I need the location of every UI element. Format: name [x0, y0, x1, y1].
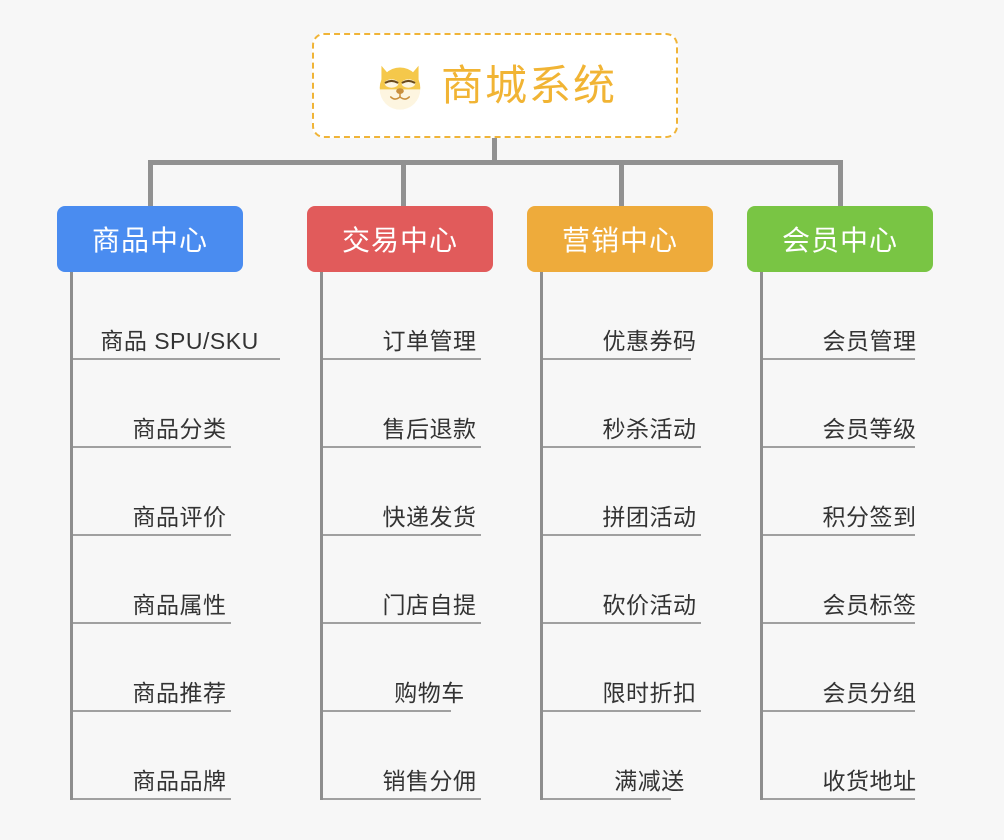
- connector-drop-4: [838, 160, 843, 208]
- list-item[interactable]: 售后退款: [323, 360, 532, 448]
- item-underline: [73, 622, 231, 624]
- list-item-label: 商品属性: [132, 592, 227, 618]
- item-underline: [763, 446, 915, 448]
- item-underline: [323, 798, 481, 800]
- item-underline: [543, 358, 691, 360]
- list-item-label: 购物车: [394, 680, 465, 706]
- item-underline: [323, 446, 481, 448]
- list-item-label: 满减送: [614, 768, 685, 794]
- list-item-label: 门店自提: [382, 592, 477, 618]
- list-item-label: 售后退款: [382, 416, 477, 442]
- category-box-marketing[interactable]: 营销中心: [527, 206, 713, 272]
- list-item-label: 砍价活动: [602, 592, 697, 618]
- list-item-label: 商品评价: [132, 504, 227, 530]
- item-underline: [323, 710, 451, 712]
- list-item[interactable]: 购物车: [323, 624, 532, 712]
- item-underline: [543, 446, 701, 448]
- connector-drop-3: [619, 160, 624, 208]
- list-item-label: 商品分类: [132, 416, 227, 442]
- item-underline: [323, 534, 481, 536]
- list-item[interactable]: 积分签到: [763, 448, 972, 536]
- category-label: 会员中心: [781, 225, 898, 256]
- list-item[interactable]: 收货地址: [763, 712, 972, 800]
- list-item[interactable]: 商品品牌: [73, 712, 282, 800]
- list-item-label: 会员管理: [822, 328, 917, 354]
- item-underline: [763, 710, 915, 712]
- list-item-label: 商品推荐: [132, 680, 227, 706]
- leaf-column-member: 会员管理 会员等级 积分签到 会员标签 会员分组 收货地址: [760, 272, 972, 800]
- list-item[interactable]: 快递发货: [323, 448, 532, 536]
- item-underline: [73, 798, 231, 800]
- list-item[interactable]: 优惠券码: [543, 272, 752, 360]
- list-item-label: 收货地址: [822, 768, 917, 794]
- list-item-label: 优惠券码: [602, 328, 697, 354]
- list-item-label: 快递发货: [382, 504, 477, 530]
- item-underline: [763, 622, 915, 624]
- connector-horizontal-bar: [148, 160, 840, 165]
- connector-drop-2: [401, 160, 406, 208]
- list-item[interactable]: 拼团活动: [543, 448, 752, 536]
- list-item[interactable]: 商品属性: [73, 536, 282, 624]
- list-item[interactable]: 会员管理: [763, 272, 972, 360]
- item-underline: [543, 622, 701, 624]
- list-item[interactable]: 销售分佣: [323, 712, 532, 800]
- list-item[interactable]: 商品 SPU/SKU: [73, 272, 282, 360]
- list-item-label: 秒杀活动: [602, 416, 697, 442]
- list-item-label: 会员分组: [822, 680, 917, 706]
- item-underline: [763, 534, 915, 536]
- category-label: 商品中心: [91, 225, 208, 256]
- root-title: 商城系统: [440, 61, 617, 109]
- list-item-label: 商品 SPU/SKU: [100, 328, 259, 354]
- list-item[interactable]: 会员标签: [763, 536, 972, 624]
- list-item-label: 商品品牌: [132, 768, 227, 794]
- list-item-label: 拼团活动: [602, 504, 697, 530]
- list-item[interactable]: 秒杀活动: [543, 360, 752, 448]
- list-item[interactable]: 商品推荐: [73, 624, 282, 712]
- item-underline: [543, 534, 701, 536]
- list-item[interactable]: 会员等级: [763, 360, 972, 448]
- item-underline: [763, 358, 915, 360]
- item-underline: [543, 710, 701, 712]
- connector-root-stem: [492, 138, 497, 162]
- list-item[interactable]: 商品评价: [73, 448, 282, 536]
- list-item-label: 订单管理: [382, 328, 477, 354]
- category-box-member[interactable]: 会员中心: [747, 206, 933, 272]
- item-underline: [763, 798, 915, 800]
- leaf-column-marketing: 优惠券码 秒杀活动 拼团活动 砍价活动 限时折扣 满减送: [540, 272, 752, 800]
- list-item-label: 积分签到: [822, 504, 917, 530]
- connector-drop-1: [148, 160, 153, 208]
- item-underline: [543, 798, 671, 800]
- list-item[interactable]: 限时折扣: [543, 624, 752, 712]
- item-underline: [73, 446, 231, 448]
- list-item[interactable]: 订单管理: [323, 272, 532, 360]
- item-underline: [73, 358, 280, 360]
- list-item[interactable]: 会员分组: [763, 624, 972, 712]
- list-item-label: 会员等级: [822, 416, 917, 442]
- item-underline: [323, 622, 481, 624]
- list-item-label: 销售分佣: [382, 768, 477, 794]
- list-item[interactable]: 满减送: [543, 712, 752, 800]
- root-node[interactable]: 商城系统: [312, 33, 678, 138]
- category-box-trade[interactable]: 交易中心: [307, 206, 493, 272]
- item-underline: [73, 534, 231, 536]
- list-item[interactable]: 商品分类: [73, 360, 282, 448]
- dog-face-icon: [379, 65, 421, 110]
- leaf-column-product: 商品 SPU/SKU 商品分类 商品评价 商品属性 商品推荐 商品品牌: [70, 272, 282, 800]
- item-underline: [323, 358, 481, 360]
- category-label: 交易中心: [341, 225, 458, 256]
- category-box-product[interactable]: 商品中心: [57, 206, 243, 272]
- list-item[interactable]: 门店自提: [323, 536, 532, 624]
- leaf-column-trade: 订单管理 售后退款 快递发货 门店自提 购物车 销售分佣: [320, 272, 532, 800]
- item-underline: [73, 710, 231, 712]
- list-item[interactable]: 砍价活动: [543, 536, 752, 624]
- list-item-label: 会员标签: [822, 592, 917, 618]
- category-label: 营销中心: [561, 225, 678, 256]
- list-item-label: 限时折扣: [602, 680, 697, 706]
